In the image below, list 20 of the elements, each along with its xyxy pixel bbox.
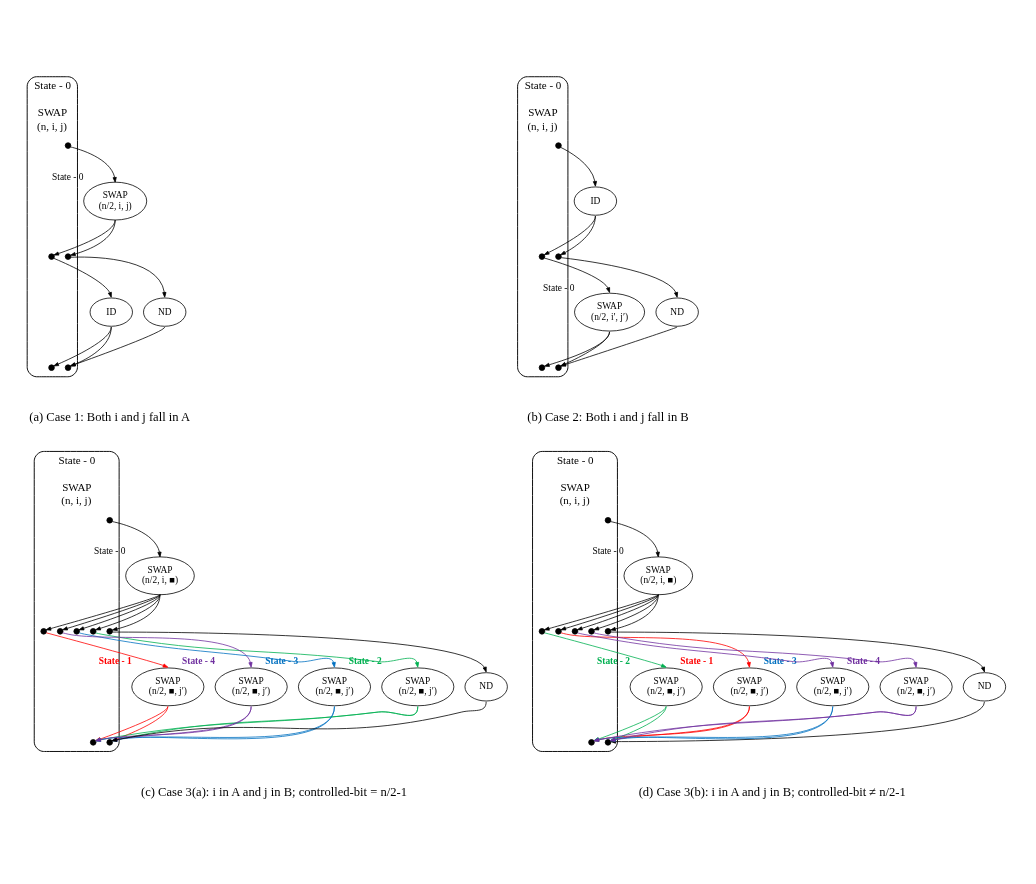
node-label: State - 3 [265, 656, 299, 667]
node-label: State - 0 [94, 546, 126, 557]
node-label: State - 2 [348, 656, 382, 667]
label: (c) Case 3(a): i in A and j in B; controlled-bit = n/2-1 [140, 785, 407, 800]
node-label: State - 0 [556, 454, 594, 467]
node-label: State - 1 [98, 656, 132, 667]
label: (b) Case 2: Both i and j fall in B [527, 410, 689, 425]
node-label: State - 0 [592, 546, 624, 557]
node-label: State - 4 [182, 656, 216, 667]
node-label: State - 3 [763, 656, 797, 667]
node-label: State - 0 [543, 282, 575, 293]
node-label: State - 0 [34, 79, 71, 92]
label: (a) Case 1: Both i and j fall in A [29, 410, 191, 425]
node-label: State - 0 [52, 171, 84, 182]
label: (d) Case 3(b): i in A and j in B; controlled-bit ≠ n/2-1 [638, 785, 906, 800]
node-label: State - 2 [597, 656, 630, 667]
node-label: State - 0 [524, 79, 562, 92]
node-label: State - 0 [58, 454, 96, 467]
node-label: State - 4 [846, 656, 880, 667]
node-label: State - 1 [680, 656, 714, 667]
